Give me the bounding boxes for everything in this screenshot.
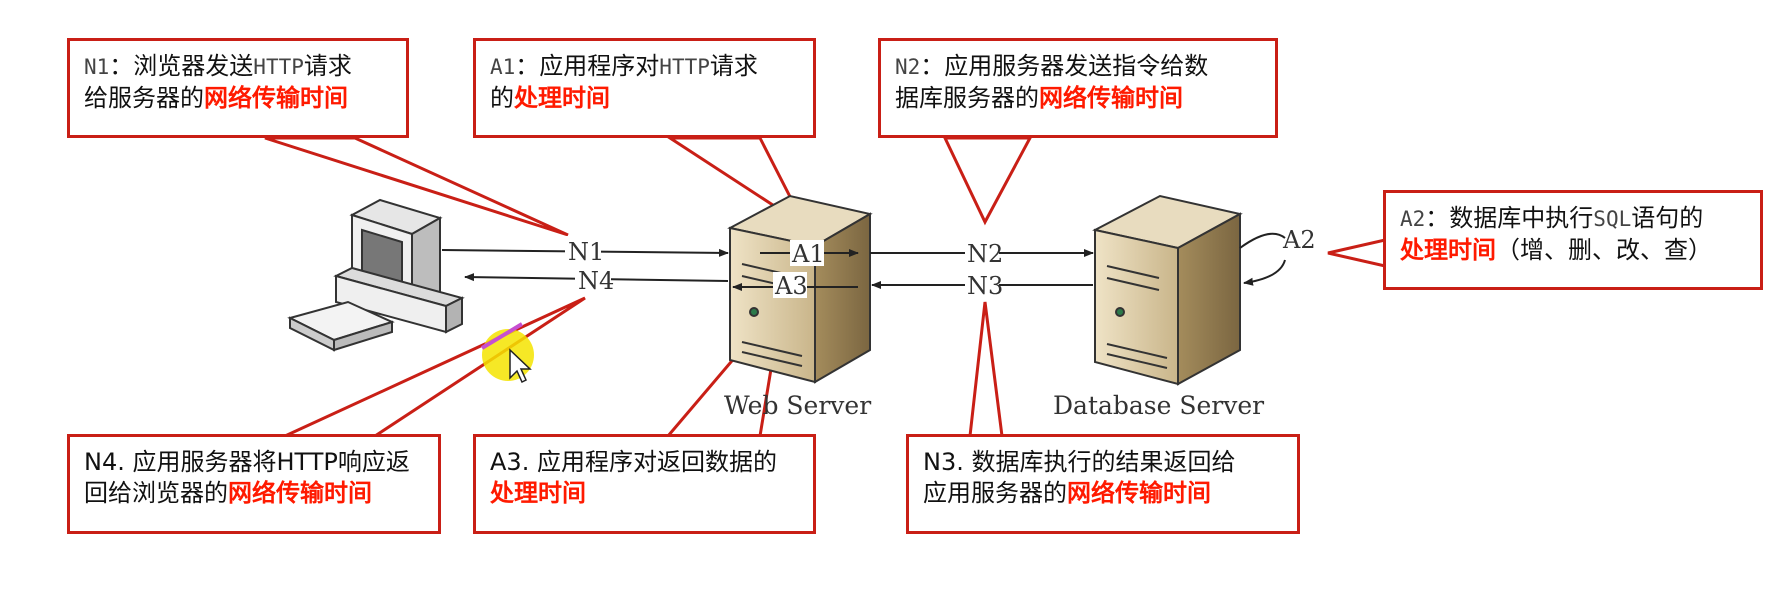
web-server-label: Web Server — [724, 391, 871, 420]
callout-n2-emphasis: 网络传输时间 — [1039, 84, 1183, 112]
callout-n1-code: N1 — [84, 55, 110, 79]
callout-n3: N3. 数据库执行的结果返回给 应用服务器的网络传输时间 — [906, 434, 1300, 534]
label-n1: N1 — [568, 238, 604, 266]
db-server-label: Database Server — [1053, 391, 1264, 420]
callout-n2-code: N2 — [895, 55, 921, 79]
label-n4: N4 — [578, 267, 614, 295]
flow-labels: N1 N4 A1 A3 N2 N3 A2 — [565, 226, 1316, 300]
pointer-a1 — [664, 136, 809, 231]
pointer-n3 — [968, 301, 1004, 438]
callout-a1: A1：应用程序对HTTP请求 的处理时间 — [473, 38, 816, 138]
callout-n4-emphasis: 网络传输时间 — [228, 479, 372, 507]
database-server-icon — [1092, 194, 1243, 386]
pointer-n1 — [264, 136, 569, 237]
callout-a1-code: A1 — [490, 55, 516, 79]
callout-n1: N1：浏览器发送HTTP请求 给服务器的网络传输时间 — [67, 38, 409, 138]
mouse-cursor — [480, 322, 534, 384]
callout-a2-code: A2 — [1400, 207, 1426, 231]
label-n3: N3 — [967, 272, 1003, 300]
callout-a2-emphasis: 处理时间 — [1400, 236, 1496, 264]
label-n2: N2 — [967, 240, 1003, 268]
pointer-n2 — [942, 136, 1033, 226]
client-computer — [287, 198, 465, 352]
callout-a1-emphasis: 处理时间 — [514, 84, 610, 112]
arrow-a2 — [1240, 232, 1286, 283]
callout-n3-emphasis: 网络传输时间 — [1067, 479, 1211, 507]
callout-a2: A2：数据库中执行SQL语句的 处理时间（增、删、改、查） — [1383, 190, 1763, 290]
label-a1: A1 — [791, 240, 825, 268]
callout-a3-emphasis: 处理时间 — [490, 479, 586, 507]
label-a3: A3 — [774, 272, 808, 300]
callout-n2: N2：应用服务器发送指令给数 据库服务器的网络传输时间 — [878, 38, 1278, 138]
callout-n4: N4. 应用服务器将HTTP响应返 回给浏览器的网络传输时间 — [67, 434, 441, 534]
callout-a3: A3. 应用程序对返回数据的 处理时间 — [473, 434, 816, 534]
callout-n1-emphasis: 网络传输时间 — [204, 84, 348, 112]
pointer-a2 — [1327, 238, 1387, 268]
label-a2: A2 — [1282, 226, 1316, 254]
